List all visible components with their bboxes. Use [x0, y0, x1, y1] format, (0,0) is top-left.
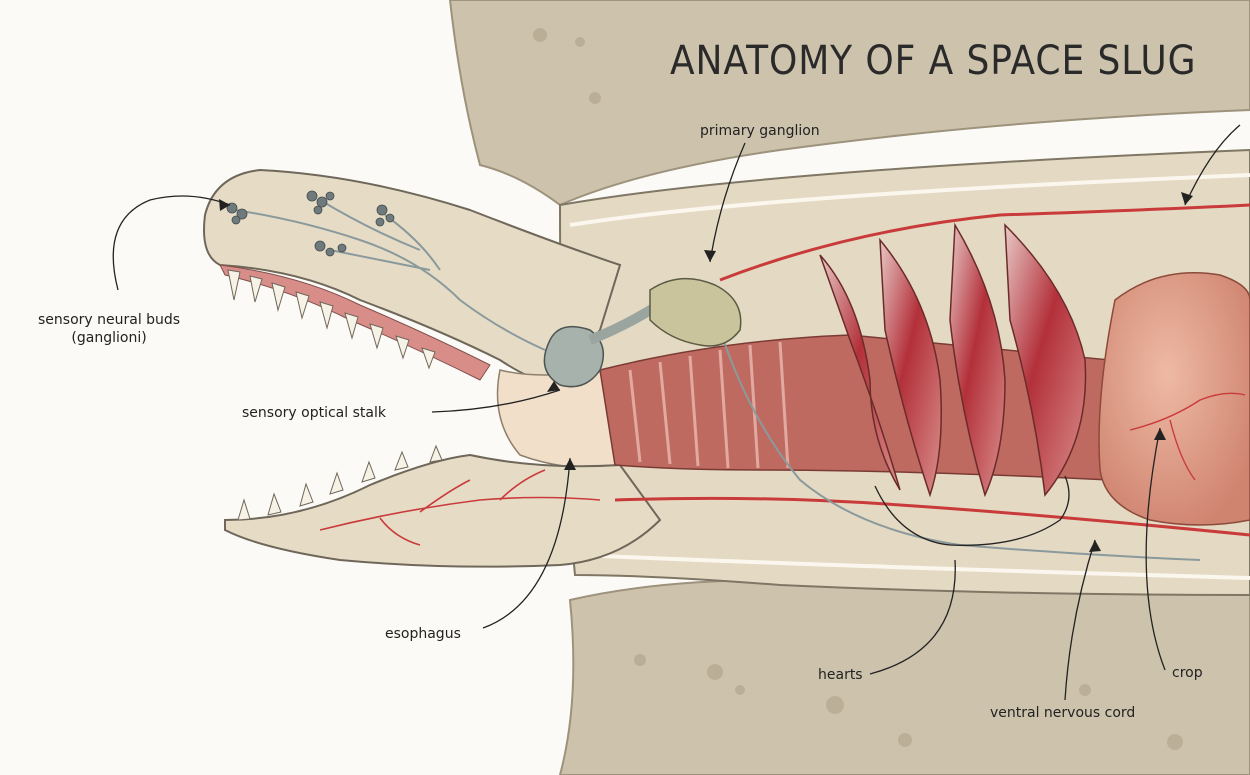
- label-crop: crop: [1172, 665, 1203, 681]
- diagram-title: ANATOMY OF A SPACE SLUG: [670, 38, 1197, 84]
- jaw-vessels: [319, 469, 601, 546]
- crop-organ: [1098, 272, 1250, 526]
- label-ventral-nervous-cord: ventral nervous cord: [990, 705, 1136, 721]
- leader-lines: [112, 124, 1241, 701]
- crop-vessels: [1129, 392, 1246, 481]
- label-primary-ganglion: primary ganglion: [700, 123, 820, 139]
- label-sensory-optical-stalk: sensory optical stalk: [242, 405, 386, 421]
- primary-ganglion-organ: [649, 277, 742, 347]
- blood-vessels: [614, 203, 1250, 537]
- rock-pits: [533, 28, 1183, 750]
- lower-jaw: [224, 453, 662, 568]
- body-band-top: [569, 173, 1250, 227]
- label-hearts: hearts: [818, 667, 863, 683]
- hearts-group: [819, 222, 1087, 498]
- optical-stalk-body: [543, 325, 605, 388]
- arrow-heads: [219, 192, 1193, 552]
- upper-jaw: [203, 168, 622, 387]
- lower-teeth: [237, 444, 443, 521]
- label-esophagus: esophagus: [385, 626, 461, 642]
- label-sensory-neural-buds-block: sensory neural buds (ganglioni): [38, 311, 180, 347]
- label-ganglioni: (ganglioni): [71, 330, 147, 346]
- body-band-bottom: [579, 553, 1250, 580]
- rock-upper: [448, 0, 1250, 207]
- esophagus-ribs: [628, 341, 790, 469]
- neural-buds: [226, 190, 395, 257]
- upper-teeth: [227, 269, 436, 370]
- label-sensory-neural-buds: sensory neural buds: [38, 312, 181, 328]
